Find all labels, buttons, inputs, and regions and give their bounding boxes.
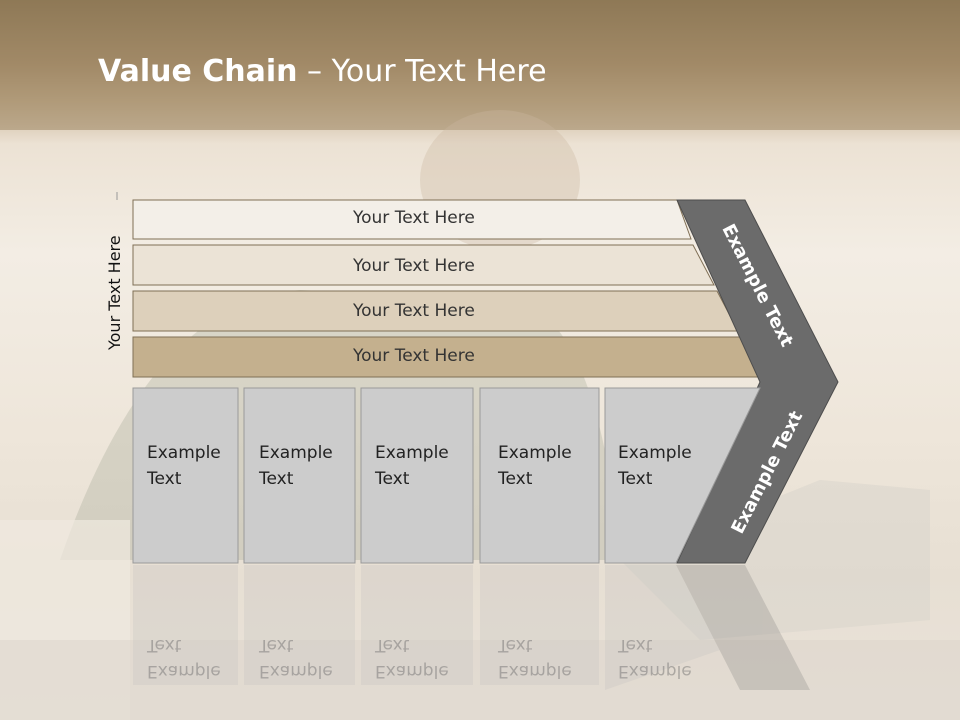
cell-3-reflection-line1: Example xyxy=(375,661,449,681)
cell-2[interactable] xyxy=(243,387,356,564)
cell-3-reflection: Example Text xyxy=(375,632,449,684)
cell-4-reflection-line2: Text xyxy=(498,635,533,655)
bar-2[interactable] xyxy=(132,244,715,286)
cell-2-reflection-line2: Text xyxy=(259,635,294,655)
cell-3-line1: Example xyxy=(375,443,449,463)
cell-3[interactable] xyxy=(360,387,474,564)
cell-2-line1: Example xyxy=(259,443,333,463)
cell-2-reflection: Example Text xyxy=(259,632,333,684)
cell-2-line2: Text xyxy=(259,469,294,489)
cell-4-line2: Text xyxy=(498,469,533,489)
bar-1-label: Your Text Here xyxy=(353,208,475,228)
title-bold: Value Chain xyxy=(98,54,298,89)
bar-1[interactable] xyxy=(132,199,692,240)
bar-2-label: Your Text Here xyxy=(353,256,475,276)
cell-5-reflection-line2: Text xyxy=(618,635,653,655)
bar-4-label: Your Text Here xyxy=(353,346,475,366)
cell-5-reflection: Example Text xyxy=(618,632,692,684)
cell-3-line2: Text xyxy=(375,469,410,489)
cell-1[interactable] xyxy=(132,387,239,564)
cell-5[interactable] xyxy=(604,387,761,564)
cell-5-line1: Example xyxy=(618,443,692,463)
reflection xyxy=(133,565,810,690)
cell-1-line1: Example xyxy=(147,443,221,463)
bar-3-label: Your Text Here xyxy=(353,301,475,321)
cell-4-reflection-line1: Example xyxy=(498,661,572,681)
cell-1-reflection-line2: Text xyxy=(147,635,182,655)
title-rest: – Your Text Here xyxy=(297,54,547,89)
cell-2-reflection-line1: Example xyxy=(259,661,333,681)
cell-5-line2: Text xyxy=(618,469,653,489)
cell-1-reflection: Example Text xyxy=(147,632,221,684)
chevron-arrow[interactable] xyxy=(676,199,839,564)
slide-title: Value Chain – Your Text Here xyxy=(98,54,547,89)
cell-1-reflection-line1: Example xyxy=(147,661,221,681)
cell-3-reflection-line2: Text xyxy=(375,635,410,655)
cell-4[interactable] xyxy=(479,387,600,564)
cell-1-line2: Text xyxy=(147,469,182,489)
cell-5-reflection-line1: Example xyxy=(618,661,692,681)
cell-4-reflection: Example Text xyxy=(498,632,572,684)
cell-4-line1: Example xyxy=(498,443,572,463)
